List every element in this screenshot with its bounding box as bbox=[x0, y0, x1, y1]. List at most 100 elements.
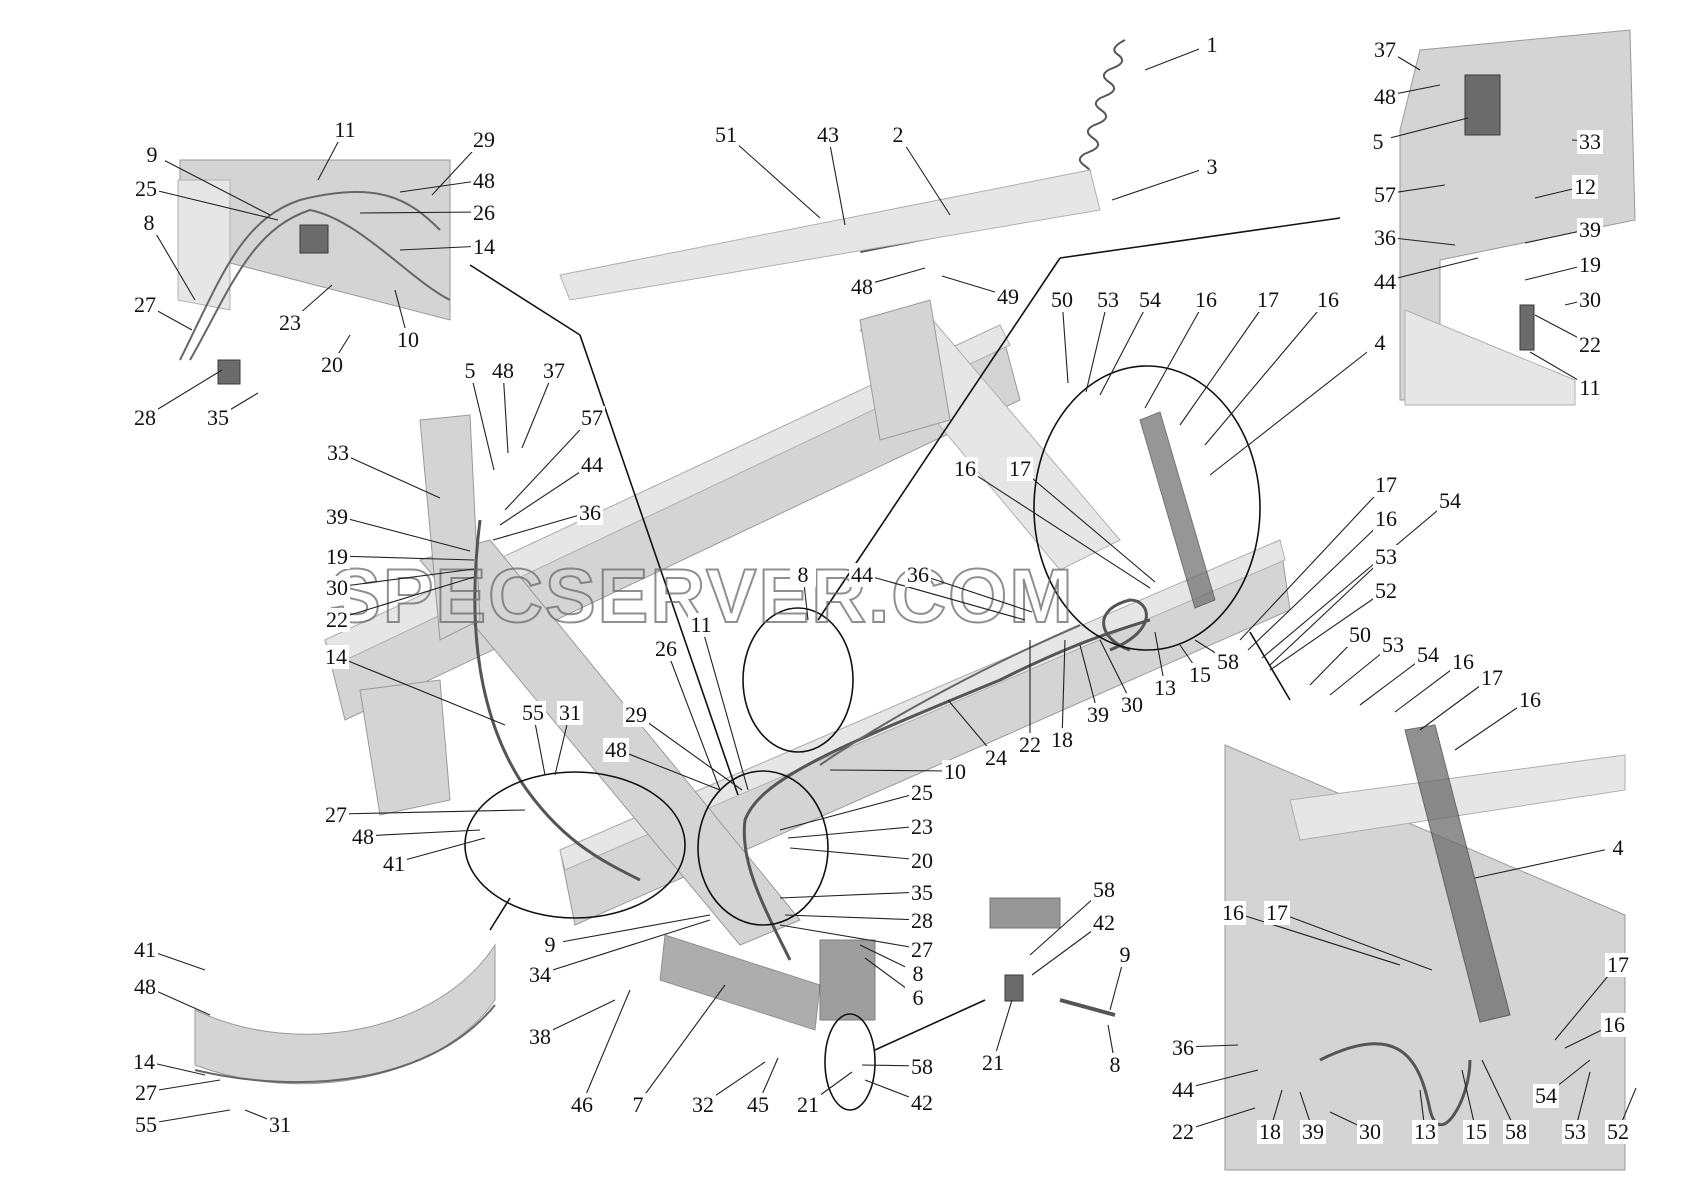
callout-number: 23 bbox=[279, 310, 301, 335]
callout-number: 27 bbox=[325, 802, 347, 827]
torsion-bar-support bbox=[559, 169, 1101, 301]
callout-background bbox=[324, 545, 350, 569]
inset-tl-hose-1 bbox=[179, 191, 441, 361]
callout-background bbox=[1372, 183, 1398, 207]
callout-number: 22 bbox=[1579, 332, 1601, 357]
callout-number: 9 bbox=[545, 932, 556, 957]
callout-background bbox=[323, 803, 349, 827]
callout-number: 22 bbox=[326, 607, 348, 632]
callout-number: 17 bbox=[1009, 456, 1031, 481]
leader-line bbox=[1179, 298, 1269, 426]
inset-link-top-right-2 bbox=[817, 257, 1061, 621]
leader-line bbox=[1099, 298, 1151, 396]
inset-tl-relay bbox=[217, 359, 241, 385]
callout-number: 30 bbox=[1121, 692, 1143, 717]
callout-background bbox=[1300, 1120, 1326, 1144]
callout-background bbox=[1517, 688, 1543, 712]
callout-background bbox=[133, 1113, 159, 1137]
callout-background bbox=[1199, 33, 1225, 57]
callout-background bbox=[1170, 1120, 1196, 1144]
callout-background bbox=[690, 1093, 716, 1117]
leader-line bbox=[615, 748, 721, 791]
callout-number: 1 bbox=[1207, 32, 1218, 57]
leader-line bbox=[399, 245, 485, 251]
callout-background bbox=[527, 963, 553, 987]
callout-background bbox=[1119, 693, 1145, 717]
callout-background bbox=[520, 701, 546, 725]
callout-background bbox=[267, 1113, 293, 1137]
leader-line bbox=[1481, 1059, 1517, 1132]
leader-line bbox=[1019, 467, 1156, 583]
leader-line bbox=[362, 829, 481, 837]
hydraulic-hose-main-4 bbox=[1102, 598, 1148, 652]
callout-background bbox=[1373, 545, 1399, 569]
inset-link-top-right bbox=[1059, 217, 1341, 259]
leader-line bbox=[789, 847, 923, 861]
callout-background bbox=[909, 1091, 935, 1115]
callout-background bbox=[1215, 650, 1241, 674]
callout-number: 44 bbox=[1172, 1077, 1194, 1102]
callout-number: 30 bbox=[1579, 287, 1601, 312]
callout-background bbox=[1380, 633, 1406, 657]
leader-line bbox=[145, 1109, 231, 1125]
callout-number: 8 bbox=[144, 210, 155, 235]
callout-background bbox=[909, 781, 935, 805]
leader-line bbox=[499, 463, 593, 526]
inset-bl-hose bbox=[194, 1004, 496, 1084]
callout-background bbox=[132, 975, 158, 999]
callout-number: 44 bbox=[1374, 269, 1396, 294]
tilt-pivot-bracket bbox=[859, 299, 951, 441]
callout-background bbox=[745, 1093, 771, 1117]
callout-background bbox=[395, 328, 421, 352]
callout-background bbox=[569, 1093, 595, 1117]
callout-number: 48 bbox=[1374, 84, 1396, 109]
callout-number: 2 bbox=[893, 122, 904, 147]
leader-line bbox=[827, 133, 846, 226]
callout-number: 8 bbox=[913, 961, 924, 986]
callout-background bbox=[1049, 728, 1075, 752]
callout-number: 33 bbox=[327, 440, 349, 465]
callout-number: 53 bbox=[1382, 632, 1404, 657]
callout-background bbox=[1605, 1120, 1631, 1144]
callout-number: 53 bbox=[1375, 544, 1397, 569]
leader-line bbox=[1085, 298, 1109, 393]
callout-number: 37 bbox=[1374, 37, 1396, 62]
inset-br-crossbar bbox=[1289, 754, 1626, 841]
callout-background bbox=[1102, 1053, 1128, 1077]
callout-background bbox=[1577, 333, 1603, 357]
callout-background bbox=[980, 1051, 1006, 1075]
callout-number: 13 bbox=[1414, 1119, 1436, 1144]
callout-number: 10 bbox=[944, 759, 966, 784]
callout-number: 19 bbox=[326, 544, 348, 569]
leader-line bbox=[861, 573, 1026, 621]
leader-line bbox=[502, 369, 509, 454]
callout-number: 14 bbox=[325, 644, 347, 669]
callout-number: 41 bbox=[383, 851, 405, 876]
callout-background bbox=[324, 608, 350, 632]
leader-line bbox=[1079, 644, 1099, 715]
callout-number: 21 bbox=[982, 1050, 1004, 1075]
callout-number: 54 bbox=[1535, 1083, 1557, 1108]
callout-background bbox=[133, 177, 159, 201]
callout-background bbox=[579, 453, 605, 477]
inset-bottom-left bbox=[194, 943, 496, 1085]
callout-number: 24 bbox=[985, 745, 1007, 770]
callout-number: 48 bbox=[605, 737, 627, 762]
hydraulic-hose-main-1 bbox=[473, 519, 641, 882]
callout-number: 17 bbox=[1481, 665, 1503, 690]
callout-background bbox=[1137, 288, 1163, 312]
leader-line bbox=[393, 837, 486, 864]
callout-number: 31 bbox=[559, 700, 581, 725]
callout-number: 49 bbox=[997, 284, 1019, 309]
callout-background bbox=[1373, 579, 1399, 603]
callout-number: 58 bbox=[1093, 877, 1115, 902]
callout-number: 16 bbox=[1195, 287, 1217, 312]
callout-background bbox=[1017, 733, 1043, 757]
callout-background bbox=[457, 359, 483, 383]
callout-background bbox=[1367, 331, 1393, 355]
leader-line bbox=[1232, 911, 1401, 966]
callout-background bbox=[1264, 901, 1290, 925]
callout-number: 57 bbox=[581, 405, 603, 430]
callout-number: 16 bbox=[1452, 649, 1474, 674]
